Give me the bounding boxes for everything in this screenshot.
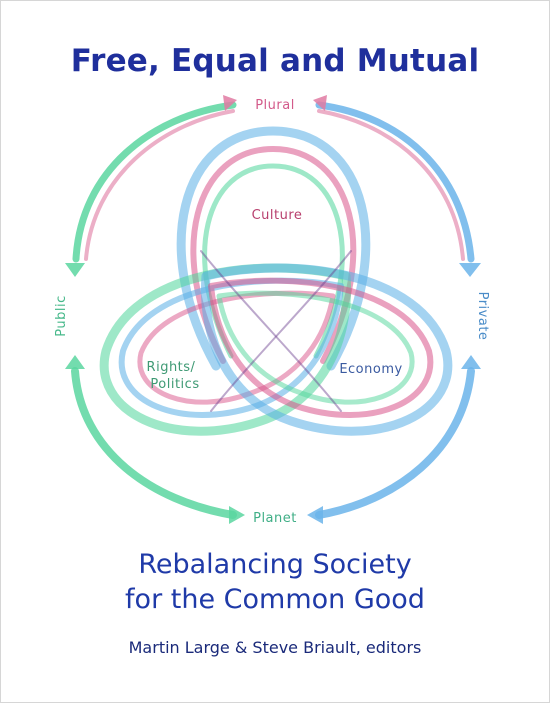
interlocking-loops [99,126,453,436]
label-rights: Rights/ [147,360,196,375]
editors-credit: Martin Large & Steve Briault, editors [128,638,422,657]
label-planet: Planet [253,511,297,526]
subtitle-line-2: for the Common Good [125,584,425,615]
label-public: Public [54,295,69,336]
top-arc-arrows [65,95,481,277]
subtitle-line-1: Rebalancing Society [138,549,412,580]
label-economy: Economy [339,362,402,377]
label-culture: Culture [252,208,303,223]
label-private: Private [475,292,490,341]
bottom-arc-arrows [65,355,481,524]
label-plural: Plural [255,98,295,113]
label-politics: Politics [150,377,199,392]
book-title: Free, Equal and Mutual [70,43,480,79]
